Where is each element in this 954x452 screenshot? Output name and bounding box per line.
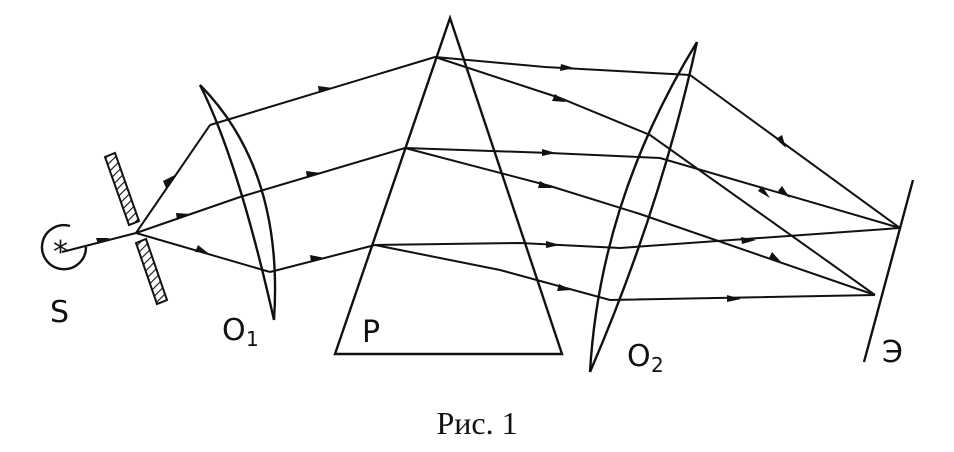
arrow-icon [769, 252, 782, 263]
lens-o2-label: O [627, 339, 651, 374]
slit-diaphragm [103, 151, 169, 306]
lens-o1-label: O [222, 313, 246, 348]
arrow-icon [310, 255, 325, 262]
ray-top-straight [434, 56, 901, 229]
source-arc [40, 224, 88, 271]
arrow-icon [195, 245, 208, 253]
arrow-icon [176, 213, 190, 220]
arrow-icon [318, 86, 333, 93]
arrow-icon [776, 135, 786, 148]
lens-o2 [588, 41, 699, 373]
arrow-icon [552, 94, 566, 102]
lens-o1 [198, 84, 277, 321]
screen-label: Э [882, 335, 903, 370]
ray-mid-deflected [404, 147, 876, 296]
arrow-icon [96, 238, 110, 244]
slit-upper-jaw [103, 151, 141, 227]
lens-o2-back-face [588, 41, 699, 373]
prism [333, 14, 564, 356]
source-star-icon: * [53, 235, 68, 270]
lens-o1-subscript: 1 [246, 327, 259, 351]
arrow-icon [163, 175, 175, 188]
ray-top-deflected [434, 56, 876, 296]
slit-lower-jaw [134, 237, 169, 306]
screen [862, 179, 915, 363]
beam-middle [239, 147, 406, 198]
arrow-icon [741, 237, 756, 244]
arrow-icon [538, 181, 552, 188]
arrow-icon [758, 186, 770, 198]
light-source: * [40, 224, 88, 271]
arrow-icon [306, 171, 321, 178]
arrow-icon [557, 284, 571, 291]
figure-caption: Рис. 1 [436, 405, 518, 441]
ray-low-straight [374, 227, 901, 250]
ray-slit-middle [135, 196, 241, 234]
arrow-icon [542, 149, 556, 156]
prism-label: P [362, 315, 380, 350]
arrow-icon [546, 241, 560, 248]
arrow-icon [560, 64, 574, 71]
ray-mid-straight [404, 147, 901, 229]
arrow-icon [727, 295, 741, 302]
lens-o2-front-face [588, 41, 699, 373]
ray-slit-upper [135, 124, 211, 234]
source-label: S [50, 295, 69, 330]
lens-o1-back-face [199, 84, 277, 321]
lens-o1-front-face [198, 84, 276, 321]
ray-low-deflected [374, 244, 876, 302]
arrow-icon [778, 186, 790, 198]
lens-o2-subscript: 2 [651, 353, 664, 377]
